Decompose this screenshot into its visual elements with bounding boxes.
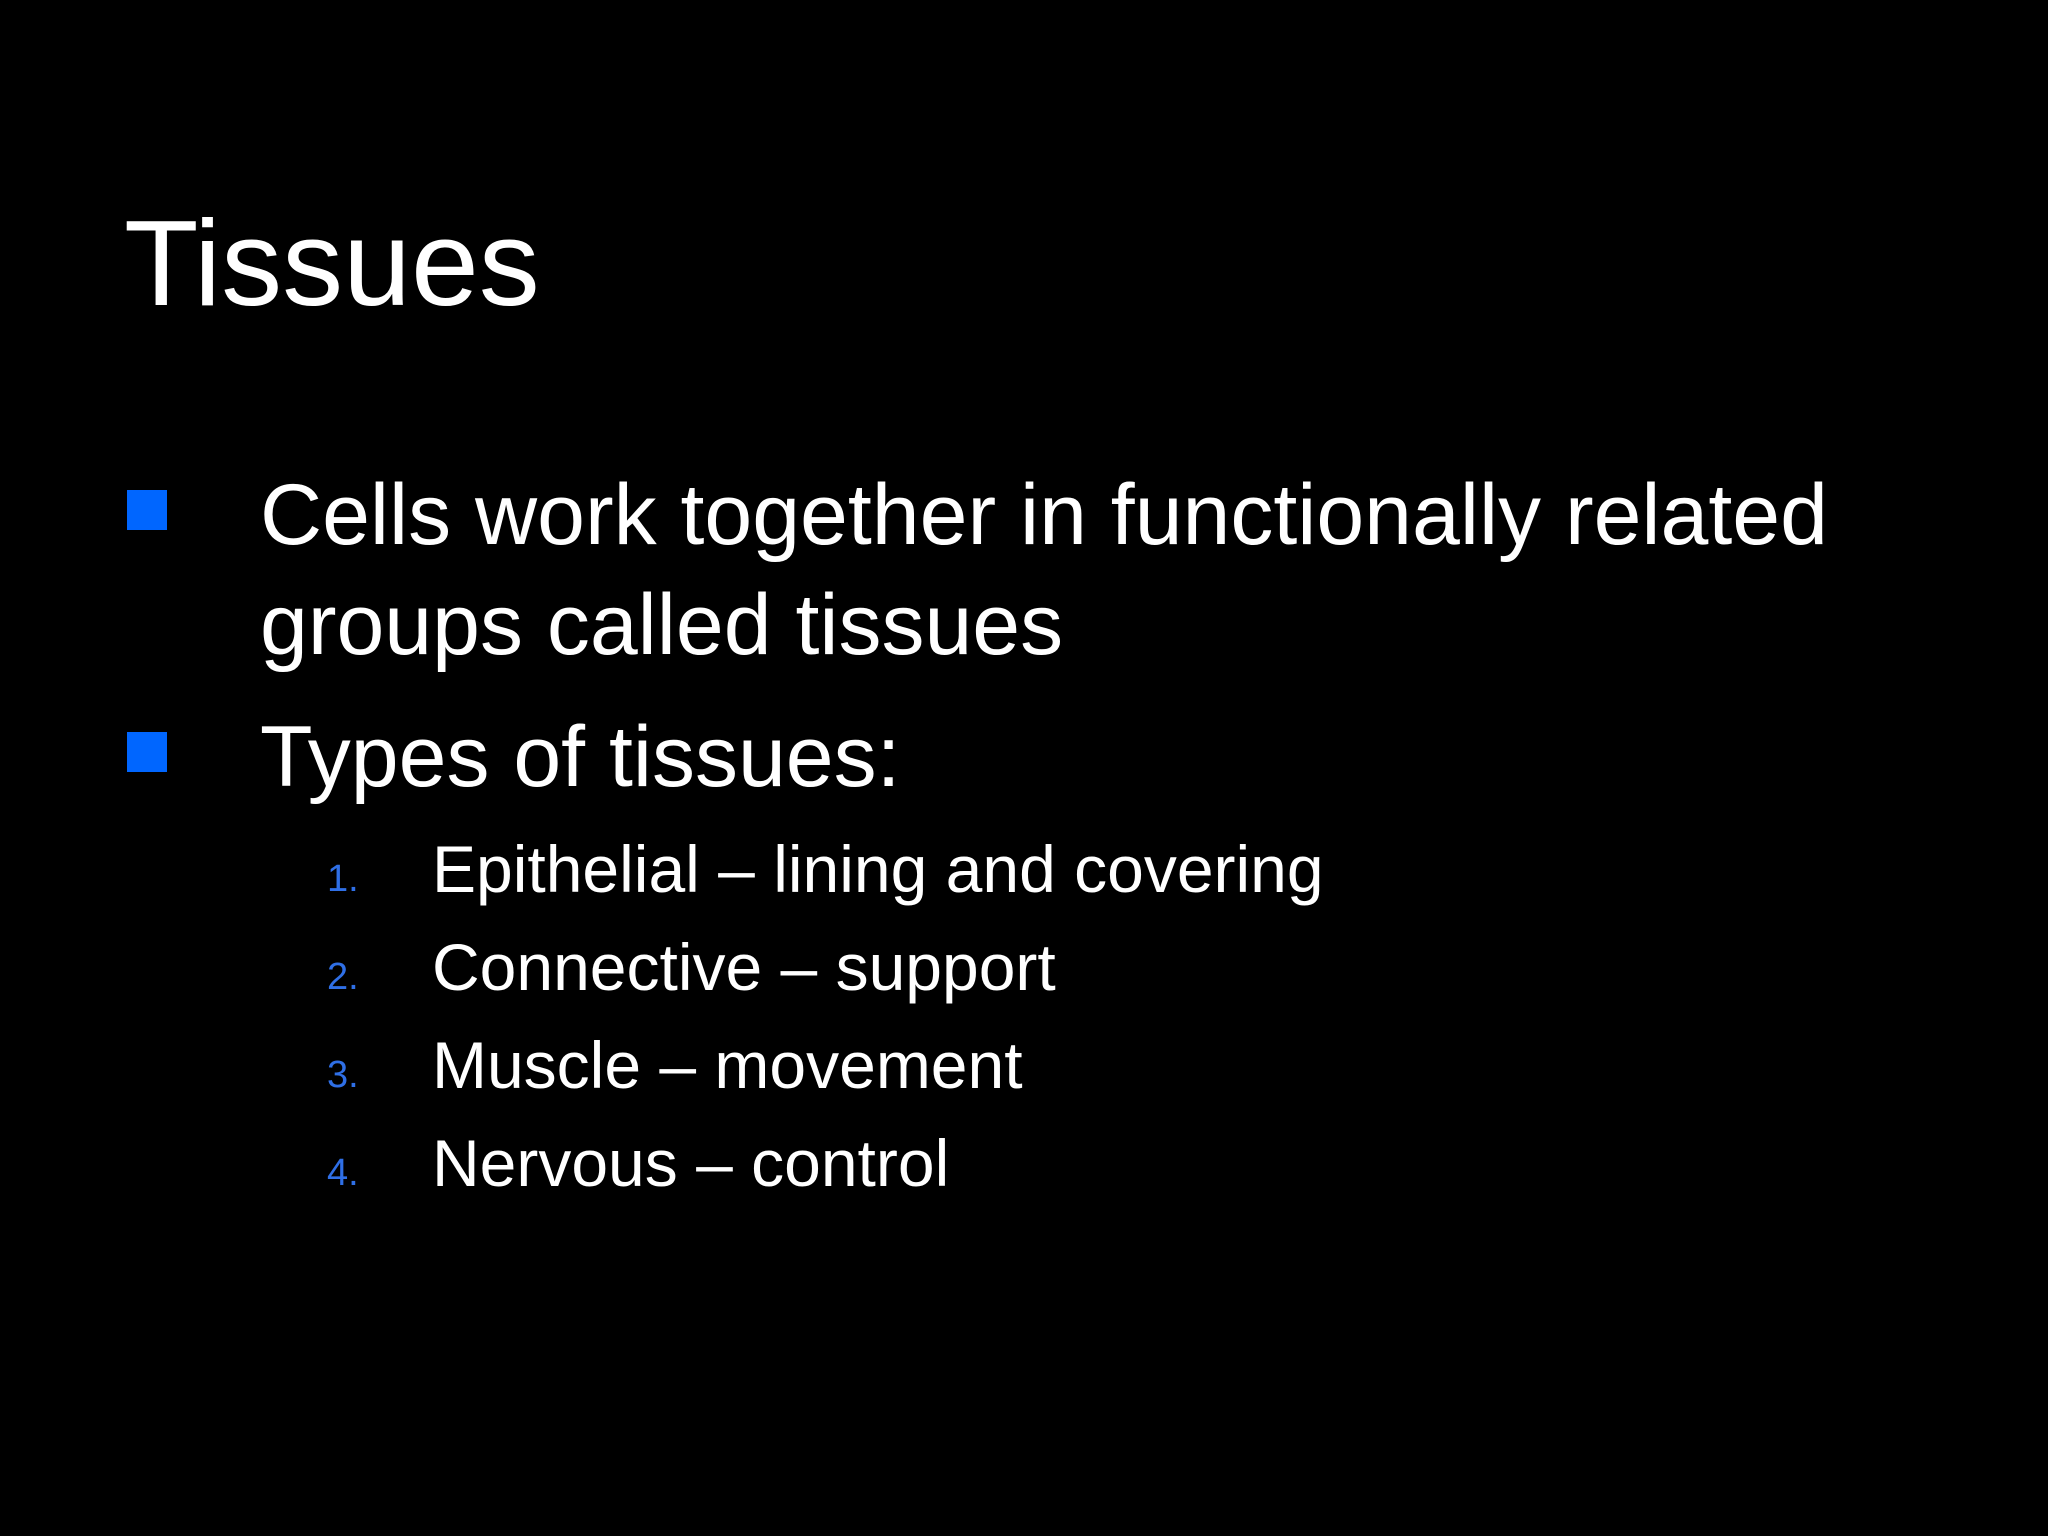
bullet-text: Cells work together in functionally rela…	[260, 467, 1828, 673]
list-item-text: Epithelial – lining and covering	[432, 832, 1324, 906]
list-item-text: Nervous – control	[432, 1126, 950, 1200]
list-number: 2.	[327, 956, 359, 998]
bullet-text: Types of tissues:	[260, 709, 901, 805]
list-item-text: Connective – support	[432, 930, 1056, 1004]
square-bullet-icon	[127, 732, 167, 772]
slide-title: Tissues	[124, 195, 540, 331]
list-item: 3. Muscle – movement	[327, 1020, 1727, 1110]
list-item: 2. Connective – support	[327, 922, 1727, 1012]
list-item: 1. Epithelial – lining and covering	[327, 824, 1727, 914]
list-number: 3.	[327, 1054, 359, 1096]
list-item: 4. Nervous – control	[327, 1118, 1727, 1208]
list-number: 4.	[327, 1152, 359, 1194]
list-number: 1.	[327, 858, 359, 900]
list-item-text: Muscle – movement	[432, 1028, 1023, 1102]
square-bullet-icon	[127, 490, 167, 530]
